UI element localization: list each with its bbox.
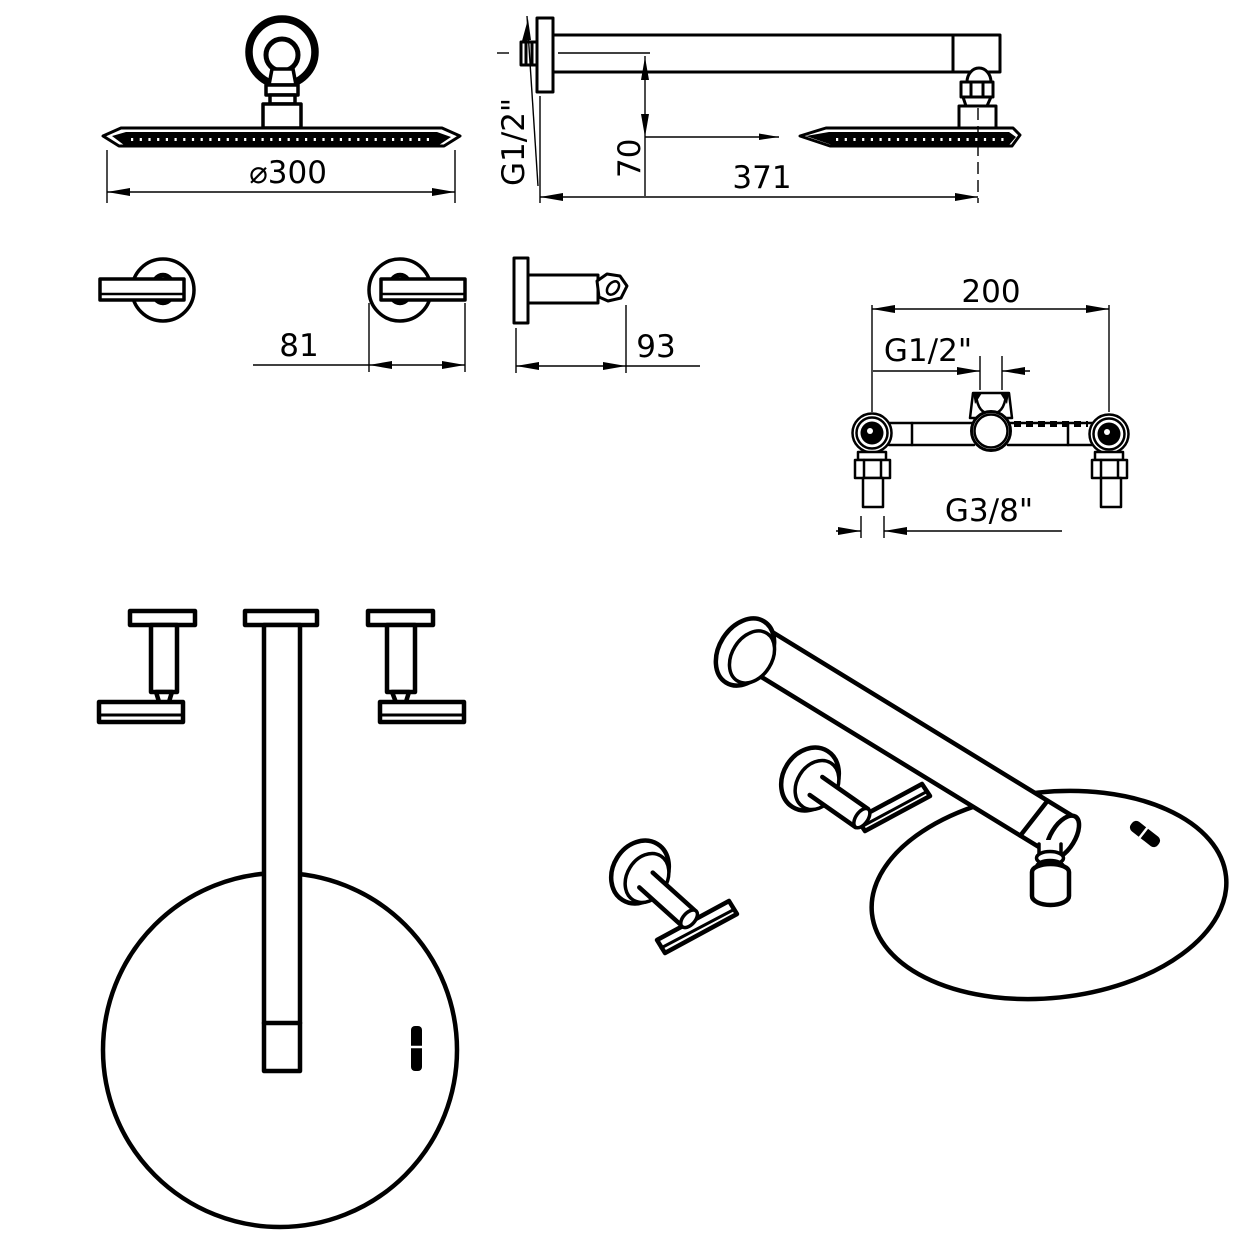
dim-arm-length: 371	[732, 160, 791, 196]
dim-arm-thread: G1/2"	[496, 98, 532, 186]
shower-arm-side-view: G1/2" 70 371	[496, 15, 1022, 203]
dim-arm-length-group: 371	[539, 96, 978, 203]
ceiling-drop-pipe	[261, 622, 303, 1074]
ceiling-mount-assembly-view	[96, 608, 467, 1230]
handle-perspective-middle	[778, 745, 933, 834]
dim-arm-thread-group: G1/2"	[496, 15, 539, 187]
ceiling-valve-left	[96, 608, 198, 725]
head-connector-perspective	[1029, 840, 1072, 908]
dim-handle-length: 81	[279, 328, 318, 364]
dim-arm-drop-group: 70	[612, 56, 779, 196]
dim-outlet-thread: G1/2"	[884, 333, 972, 369]
ceiling-valve-right	[365, 608, 467, 725]
handle-front-views: 81	[98, 257, 467, 372]
wall-mount-assembly-view	[608, 616, 1229, 1002]
dim-head-diameter: ⌀300	[249, 155, 327, 191]
dim-spout-length: 93	[636, 329, 675, 365]
concealed-valve-view: 200 G1/2" G3/8"	[836, 274, 1130, 538]
shower-head-front-view: ⌀300	[101, 15, 462, 203]
handle-perspective-lower	[608, 838, 740, 956]
dim-inlet-thread: G3/8"	[945, 493, 1033, 529]
dim-spout-length-group: 93	[515, 305, 700, 373]
wall-spout-side-view: 93	[512, 256, 700, 373]
brand-logo-mark-perspective	[1129, 820, 1161, 848]
dim-outlet-thread-group: G1/2"	[873, 333, 1030, 390]
brand-logo-mark	[411, 1026, 422, 1071]
dim-inlet-thread-group: G3/8"	[836, 493, 1062, 538]
valve-left	[851, 412, 893, 509]
dim-arm-drop: 70	[612, 139, 648, 178]
valve-right	[1088, 413, 1130, 509]
dim-valve-spacing-group: 200	[871, 274, 1110, 412]
wall-flange-perspective	[713, 616, 777, 688]
dim-handle-length-group: 81	[253, 303, 466, 372]
dim-valve-spacing: 200	[961, 274, 1020, 310]
dim-head-diameter-group: ⌀300	[106, 150, 456, 203]
shower-arm-perspective	[737, 626, 1082, 861]
